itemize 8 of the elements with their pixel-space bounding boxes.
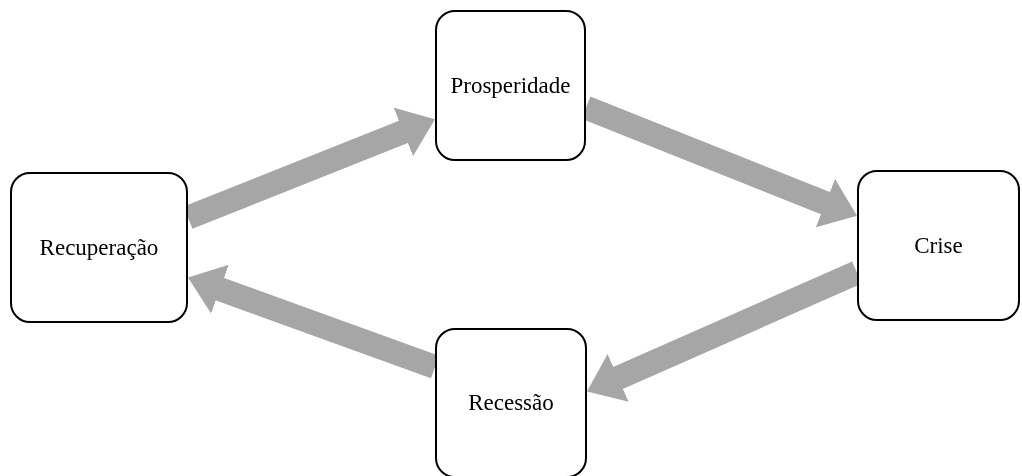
rounded-box <box>435 328 587 476</box>
rounded-box <box>435 10 586 161</box>
node-label: Crise <box>914 232 963 259</box>
node-label: Prosperidade <box>450 72 571 99</box>
node-label: Recuperação <box>39 234 159 261</box>
rounded-box <box>10 172 188 323</box>
rounded-box <box>857 170 1020 321</box>
node-label: Recessão <box>468 390 554 416</box>
